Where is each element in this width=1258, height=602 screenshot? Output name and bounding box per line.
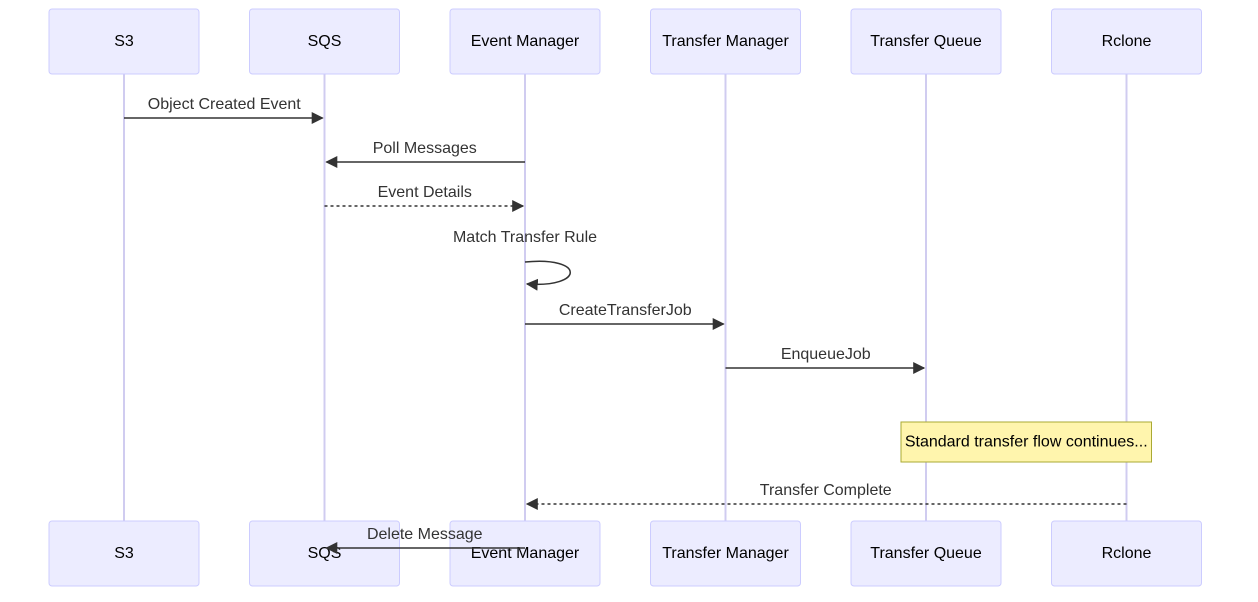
message-8: Transfer Complete [525,482,1127,510]
message-label: EnqueueJob [781,346,871,363]
participant-tq-top: Transfer Queue [850,8,1002,75]
message-label: Match Transfer Rule [453,229,597,246]
participant-rc-bottom: Rclone [1051,520,1202,587]
participants-bottom: S3 SQS Event Manager Transfer Manager Transf… [48,520,1202,587]
participant-box [249,520,400,587]
participant-sqs-bottom: SQS [249,520,400,587]
message-5: CreateTransferJob [525,302,725,330]
participant-box [850,8,1002,75]
message-label: Poll Messages [373,140,477,157]
participant-box [650,8,801,75]
participant-s3-bottom: S3 [48,520,200,587]
note-box [900,421,1152,463]
message-label: Event Details [378,184,472,201]
participant-label: Transfer Manager [662,33,789,50]
message-1: Object Created Event [124,96,324,124]
message-label: Delete Message [367,526,483,543]
message-6: EnqueueJob [725,346,926,374]
participant-sqs-top: SQS [249,8,400,75]
participant-s3-top: S3 [48,8,200,75]
participant-tq-bottom: Transfer Queue [850,520,1002,587]
participant-label: Event Manager [471,545,580,562]
participant-label: Rclone [1102,545,1152,562]
participant-em-top: Event Manager [449,8,601,75]
participant-box [449,8,601,75]
note: Standard transfer flow continues... [900,421,1152,463]
participants-top: S3 SQS Event Manager Transfer Manager Transf… [48,8,1202,75]
participant-rc-top: Rclone [1051,8,1202,75]
participant-box [48,520,200,587]
participant-label: Transfer Manager [662,545,789,562]
participant-box [850,520,1002,587]
participant-box [449,520,601,587]
participant-label: S3 [114,33,134,50]
message-label: Transfer Complete [760,482,892,499]
message-2: Poll Messages [325,140,525,168]
participant-box [48,8,200,75]
message-label: CreateTransferJob [559,302,692,319]
note-label: Standard transfer flow continues... [905,434,1148,451]
message-9: Delete Message [325,526,525,554]
participant-box [650,520,801,587]
participant-label: SQS [308,33,342,50]
participant-label: S3 [114,545,134,562]
participant-tm-top: Transfer Manager [650,8,801,75]
message-3: Event Details [324,184,525,212]
participant-box [1051,8,1202,75]
participant-label: Rclone [1102,33,1152,50]
lifelines [123,74,1128,521]
participant-em-bottom: Event Manager [449,520,601,587]
message-label: Object Created Event [148,96,302,113]
participant-label: Transfer Queue [870,545,982,562]
message-4: Match Transfer Rule [453,229,597,291]
participant-box [249,8,400,75]
participant-label: Transfer Queue [870,33,982,50]
participant-box [1051,520,1202,587]
participant-label: Event Manager [471,33,580,50]
participant-tm-bottom: Transfer Manager [650,520,801,587]
message-arrow [524,260,571,291]
